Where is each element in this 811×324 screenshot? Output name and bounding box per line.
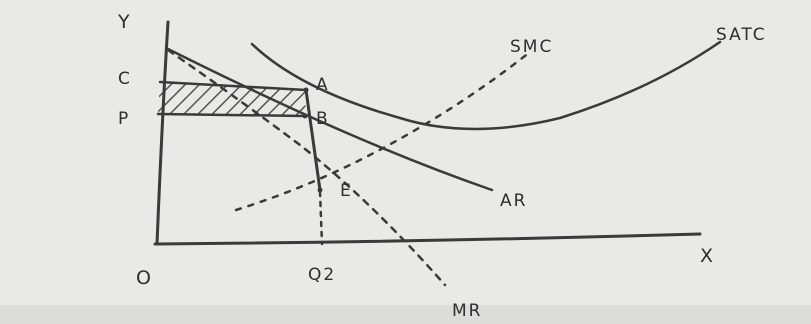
label-a: A <box>316 75 330 95</box>
label-e: E <box>340 181 353 201</box>
x-axis-line <box>153 232 702 246</box>
e-to-q-dashed-line <box>318 190 324 246</box>
label-q2: Q2 <box>308 265 336 285</box>
label-origin: O <box>136 267 153 289</box>
y-axis-line <box>155 20 170 246</box>
mr-curve <box>166 48 447 287</box>
point-a <box>303 87 309 93</box>
satc-curve <box>250 40 722 131</box>
label-ar: AR <box>500 191 527 211</box>
loss-area <box>158 82 306 116</box>
ar-curve <box>164 46 494 192</box>
label-satc: SATC <box>716 25 767 45</box>
smc-curve <box>234 50 532 212</box>
paper-edge <box>0 305 811 324</box>
label-y-axis: Y <box>117 11 132 33</box>
label-mr: MR <box>452 301 482 321</box>
point-e <box>317 187 323 193</box>
a-to-e-line <box>304 88 322 192</box>
p-to-b-line <box>156 112 307 118</box>
c-to-a-line <box>158 80 308 92</box>
label-c: C <box>118 69 132 89</box>
label-b: B <box>316 109 330 129</box>
label-x-axis: X <box>700 245 715 267</box>
label-p: P <box>118 109 130 129</box>
label-smc: SMC <box>510 37 553 57</box>
point-b <box>302 113 308 119</box>
